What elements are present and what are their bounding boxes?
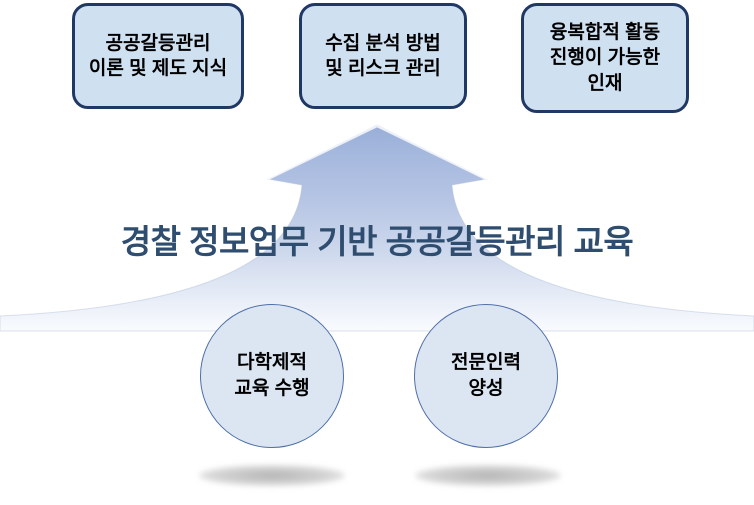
top-box-theory: 공공갈등관리 이론 및 제도 지식 bbox=[72, 3, 244, 109]
top-box-talent: 융복합적 활동 진행이 가능한 인재 bbox=[521, 3, 689, 113]
diagram-title: 경찰 정보업무 기반 공공갈등관리 교육 bbox=[120, 223, 634, 260]
top-box-analysis: 수집 분석 방법 및 리스크 관리 bbox=[299, 3, 467, 109]
up-arrow-shape bbox=[0, 124, 754, 332]
circle-multidisciplinary-education: 다학제적 교육 수행 bbox=[200, 304, 344, 448]
circle-shadow bbox=[199, 465, 345, 486]
circle-shadow bbox=[415, 465, 561, 486]
circle-professional-training: 전문인력 양성 bbox=[414, 304, 558, 448]
arrow-bevel-highlight bbox=[267, 124, 487, 181]
